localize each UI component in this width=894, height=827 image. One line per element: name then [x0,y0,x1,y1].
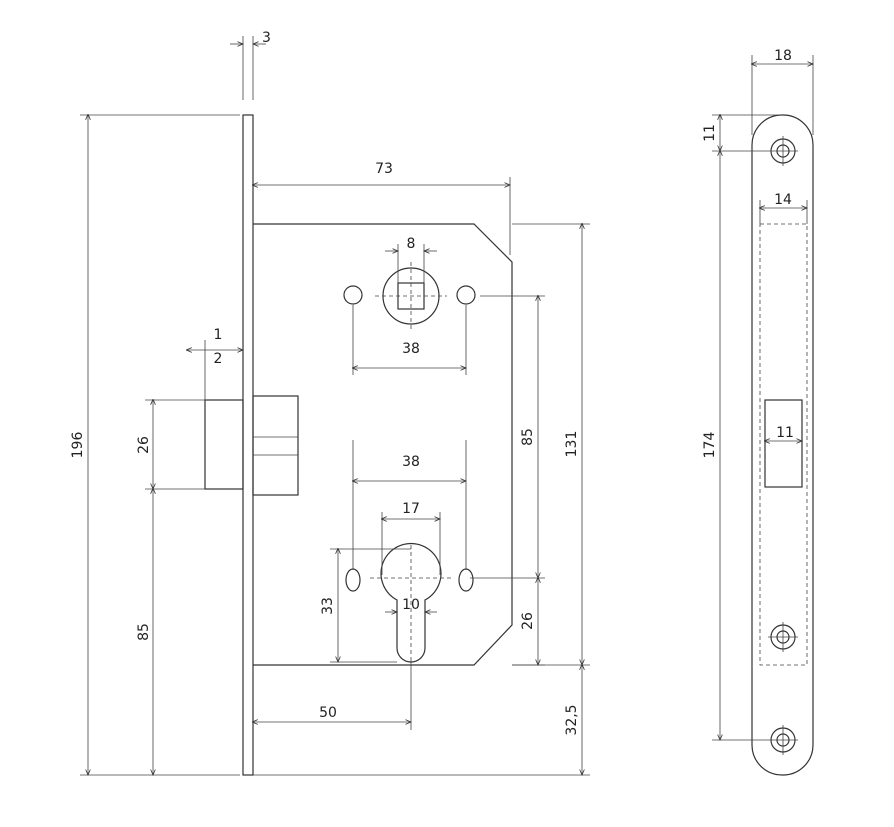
dim-body-to-end: 32,5 [564,704,580,735]
faceplate-cutout [759,223,808,666]
fixing-hole-bottom-left [345,568,361,592]
dim-latch-height: 26 [136,436,152,454]
dim-lower-to-bottom: 26 [520,612,536,630]
dim-total-height: 196 [70,432,86,459]
dim-latch-offset-1: 1 [214,327,223,343]
dim-plate-thickness: 3 [262,30,271,46]
dim-faceplate-top-hole: 11 [702,124,718,142]
latch-bolt [204,399,244,490]
dim-hole-spacing-bottom: 38 [402,454,420,470]
faceplate-front-view [751,114,814,776]
dim-body-width: 73 [375,161,393,177]
dim-cylinder-slot: 10 [402,597,420,613]
dim-latch-to-bottom: 85 [136,623,152,641]
dim-cylinder-height: 33 [320,597,336,615]
cylinder-profile [380,542,442,663]
dim-latch-offset-2: 2 [214,351,223,367]
latch-housing [252,395,299,496]
dim-faceplate-screw-span: 174 [702,432,718,459]
faceplate-front [751,114,814,776]
screw-hole-top [768,136,798,166]
fixing-hole-bottom-right [458,568,474,592]
lock-body-view [204,114,513,776]
dim-faceplate-width: 18 [774,48,792,64]
dim-hole-spacing-top: 38 [402,341,420,357]
dim-body-height: 131 [564,431,580,458]
faceplate-side [242,114,254,776]
side-view-dimensions: 3 196 73 8 38 1 2 26 85 [70,30,590,775]
screw-hole-middle [768,622,798,652]
dim-faceplate-inner-width: 14 [774,192,792,208]
front-view-dimensions: 18 11 14 174 11 [702,48,813,740]
dim-bolt-slot: 11 [776,425,794,441]
fixing-hole-top-right [456,285,476,305]
dim-backset: 50 [319,705,337,721]
dim-center-distance: 85 [520,428,536,446]
screw-hole-bottom [768,725,798,755]
bolt-slot [764,399,803,488]
lock-body-outline [253,223,513,666]
dim-spindle-square: 8 [407,236,416,252]
fixing-hole-top-left [343,285,363,305]
dim-cylinder-width: 17 [402,501,420,517]
